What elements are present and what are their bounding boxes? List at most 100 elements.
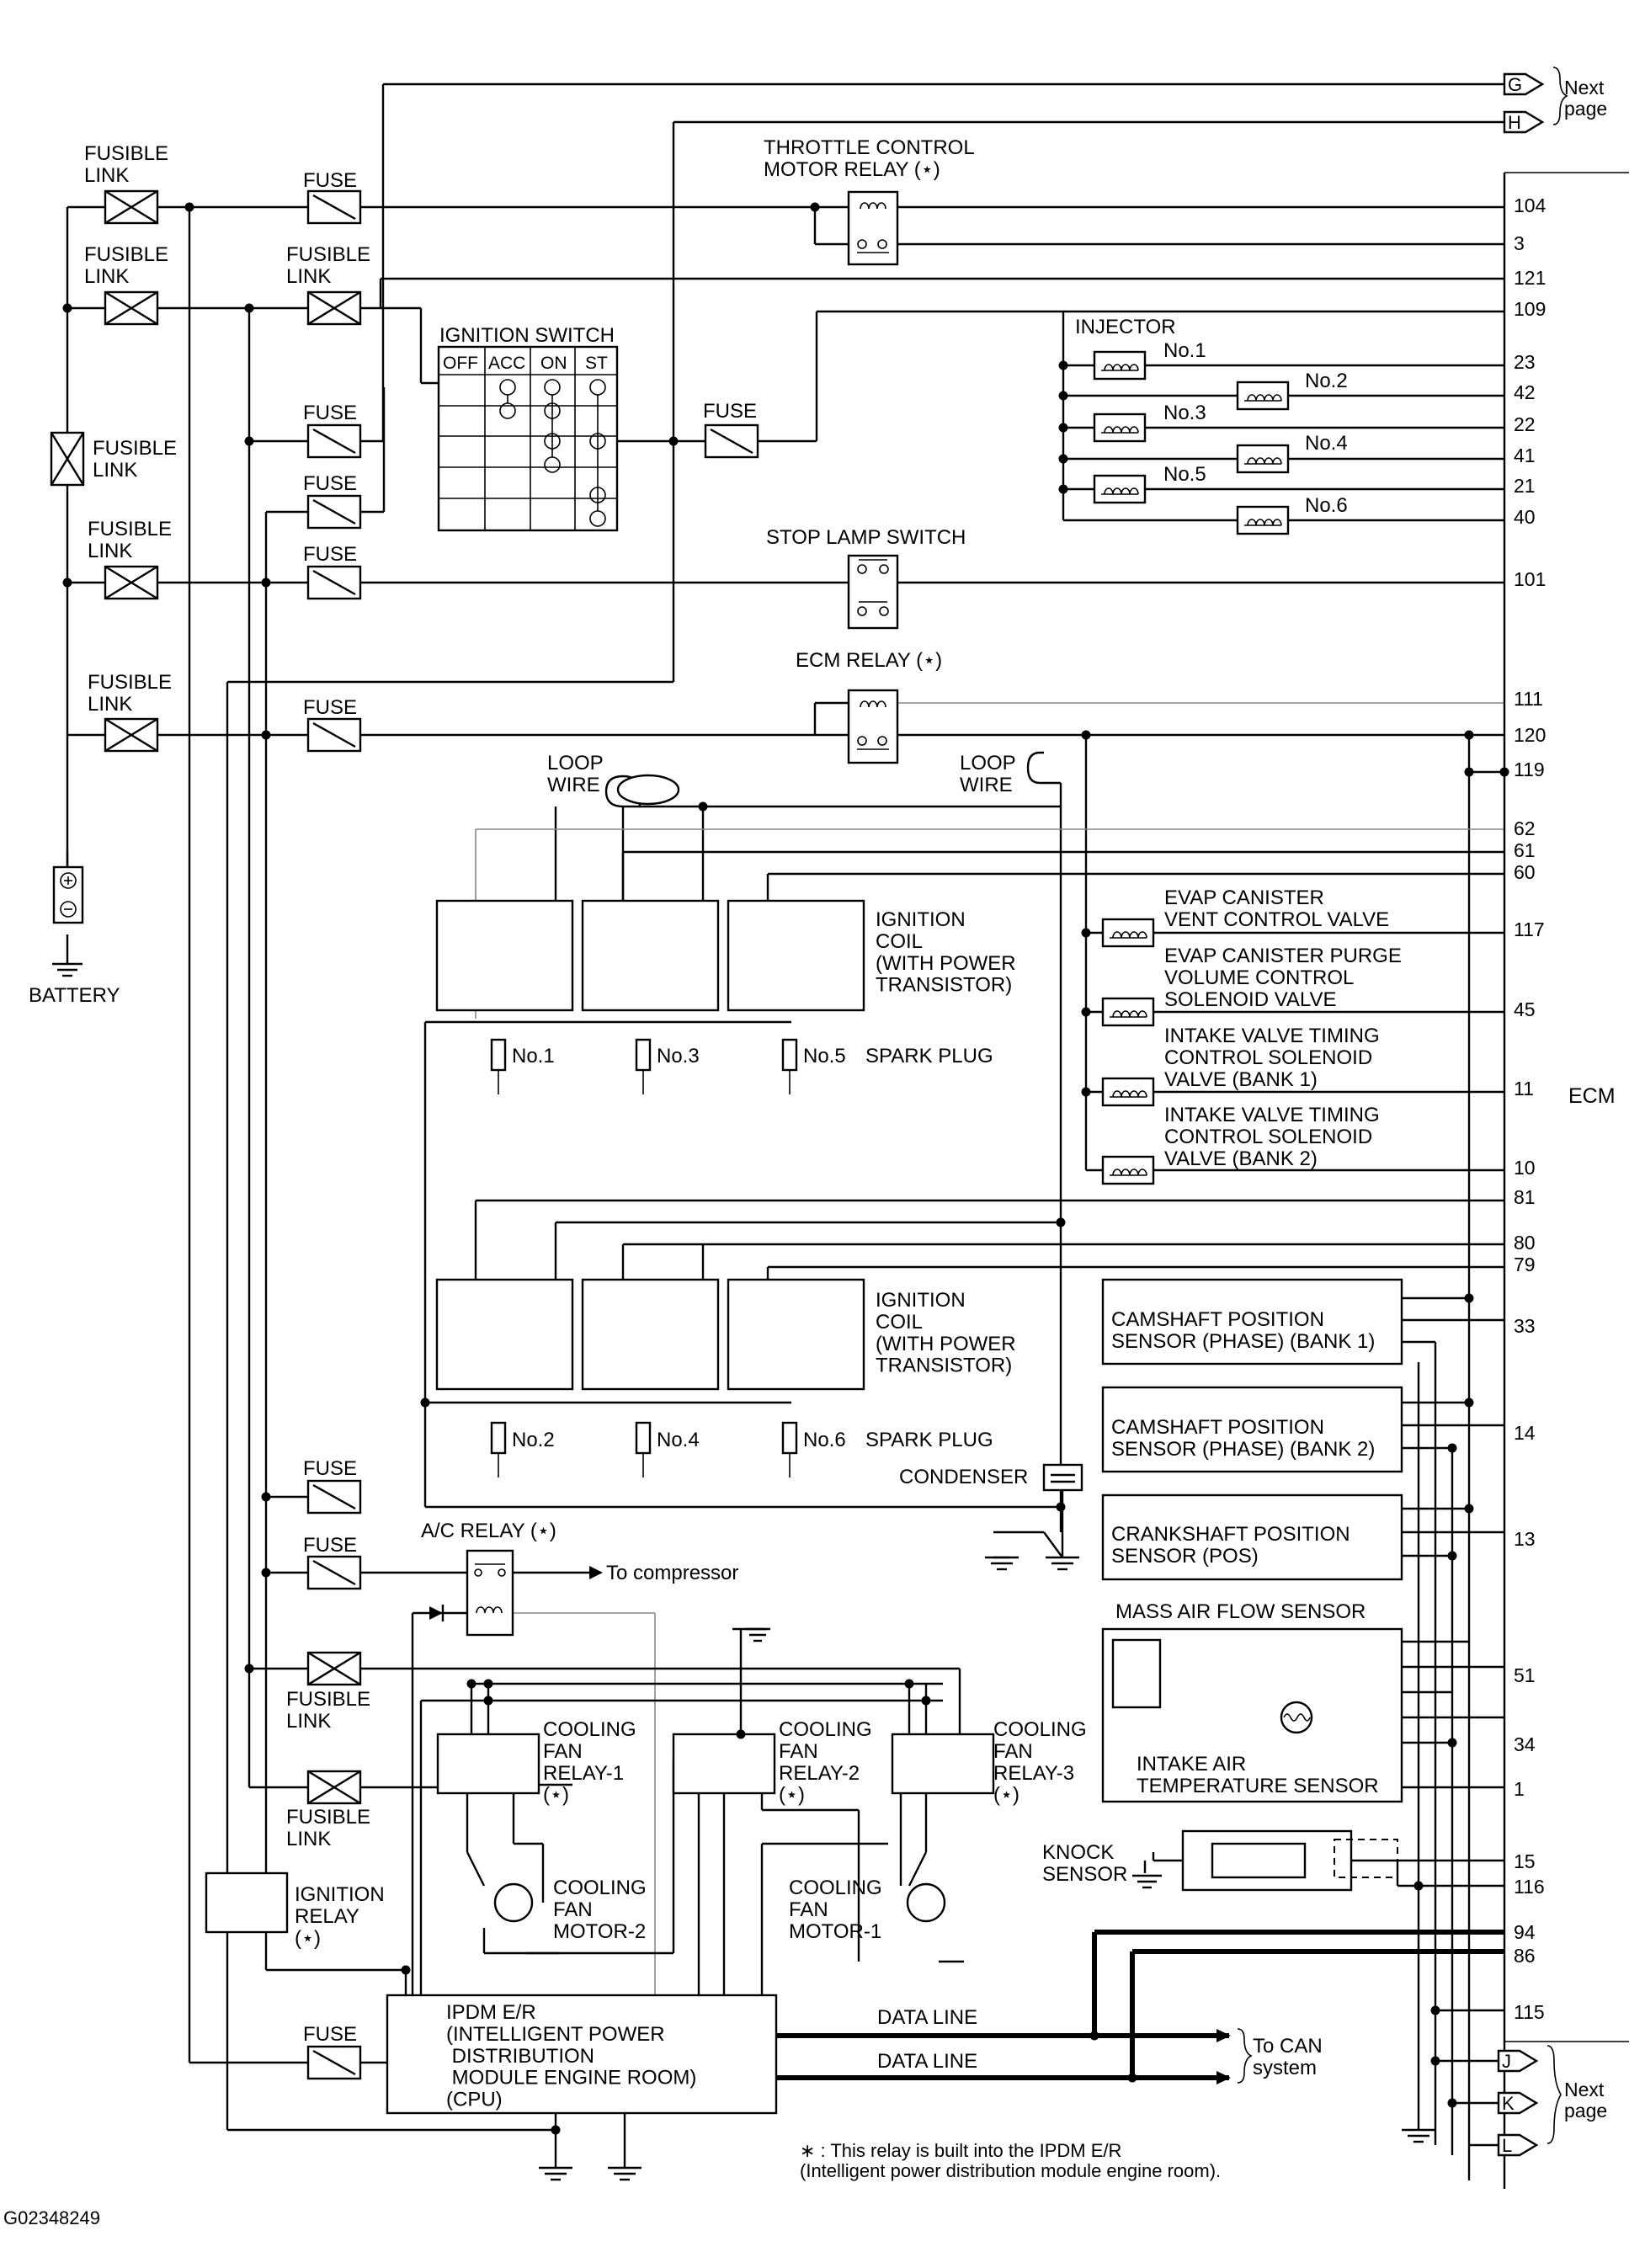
- label-plug-4: No.4: [657, 1429, 700, 1451]
- label-fuse-6: FUSE: [303, 1457, 357, 1480]
- ecm-pin-81: 81: [1514, 1186, 1536, 1208]
- ecm-pin-11: 11: [1514, 1078, 1534, 1099]
- ecm-pin-23: 23: [1514, 351, 1536, 373]
- label-injector-3: No.3: [1163, 402, 1206, 424]
- ecm-pin-61: 61: [1514, 839, 1536, 861]
- label-ecm-relay: ECM RELAY (⋆): [796, 649, 942, 672]
- ecm-pin-15: 15: [1514, 1850, 1536, 1872]
- label-injector-5: No.5: [1163, 463, 1206, 486]
- ecm-pin-109: 109: [1514, 298, 1546, 320]
- ecm-pin-14: 14: [1514, 1422, 1536, 1444]
- ign-col-on: ON: [540, 354, 567, 373]
- label-spark-plug-top: SPARK PLUG: [865, 1045, 993, 1067]
- ecm-pin-86: 86: [1514, 1945, 1536, 1967]
- ecm-pin-33: 33: [1514, 1315, 1536, 1337]
- ecm-pin-111: 111: [1514, 688, 1543, 710]
- ecm-pin-120: 120: [1514, 724, 1546, 746]
- ecm-pin-22: 22: [1514, 413, 1536, 435]
- label-ipdm: IPDM E/R(INTELLIGENT POWER DISTRIBUTION …: [446, 2001, 696, 2111]
- ecm-pin-10: 10: [1514, 1157, 1536, 1179]
- label-fuse-4: FUSE: [303, 543, 357, 566]
- label-plug-5: No.5: [803, 1045, 846, 1067]
- figure-id: G02348249: [3, 2207, 100, 2228]
- ecm-pin-115: 115: [1514, 2001, 1545, 2023]
- label-injector-1: No.1: [1163, 339, 1206, 362]
- label-spark-plug-bottom: SPARK PLUG: [865, 1429, 993, 1451]
- label-to-compressor: To compressor: [606, 1562, 738, 1584]
- ecm-pin-21: 21: [1514, 475, 1536, 497]
- label-condenser: CONDENSER: [899, 1466, 1028, 1488]
- label-fuse-9: FUSE: [703, 400, 757, 423]
- connector-j: J: [1502, 2051, 1511, 2072]
- label-fuse-2: FUSE: [303, 402, 357, 424]
- label-stop-lamp-switch: STOP LAMP SWITCH: [766, 526, 966, 549]
- ecm-pin-80: 80: [1514, 1232, 1536, 1254]
- label-fuse-5: FUSE: [303, 696, 357, 719]
- label-data-line-1: DATA LINE: [877, 2006, 977, 2029]
- ecm-pin-51: 51: [1514, 1664, 1536, 1686]
- label-data-line-2: DATA LINE: [877, 2050, 977, 2073]
- ecm-pin-34: 34: [1514, 1733, 1536, 1755]
- label-plug-2: No.2: [512, 1429, 555, 1451]
- label-battery: BATTERY: [29, 984, 120, 1007]
- ign-col-st: ST: [585, 354, 608, 373]
- label-fuse-1: FUSE: [303, 169, 357, 192]
- label-plug-3: No.3: [657, 1045, 700, 1067]
- ecm-pin-42: 42: [1514, 381, 1536, 403]
- ecm-pin-13: 13: [1514, 1528, 1536, 1550]
- connector-h: H: [1508, 112, 1521, 133]
- ecm-pin-79: 79: [1514, 1254, 1536, 1275]
- ecm-pin-60: 60: [1514, 861, 1536, 883]
- ecm-pin-119: 119: [1514, 759, 1545, 780]
- ecm-pin-40: 40: [1514, 506, 1536, 528]
- label-injector-4: No.4: [1305, 432, 1348, 455]
- label-footnote: ∗ : This relay is built into the IPDM E/…: [800, 2140, 1221, 2181]
- ecm-pin-101: 101: [1514, 568, 1546, 590]
- label-plug-1: No.1: [512, 1045, 555, 1067]
- ecm-pin-3: 3: [1514, 232, 1525, 254]
- label-ecm: ECM: [1568, 1084, 1616, 1108]
- label-fuse-7: FUSE: [303, 1534, 357, 1557]
- connector-k: K: [1502, 2093, 1515, 2114]
- ecm-pin-45: 45: [1514, 998, 1536, 1020]
- ign-col-off: OFF: [443, 354, 478, 373]
- ign-col-acc: ACC: [488, 354, 525, 373]
- components: [50, 67, 1568, 2181]
- ecm-pin-104: 104: [1514, 194, 1547, 216]
- label-plug-6: No.6: [803, 1429, 846, 1451]
- ecm-pin-62: 62: [1514, 817, 1536, 839]
- label-injector: INJECTOR: [1075, 316, 1176, 338]
- connector-l: L: [1502, 2135, 1512, 2156]
- label-fuse-8: FUSE: [303, 2023, 357, 2046]
- ecm-pin-1: 1: [1514, 1778, 1525, 1800]
- ecm-pin-121: 121: [1514, 267, 1546, 289]
- label-injector-6: No.6: [1305, 494, 1348, 517]
- label-injector-2: No.2: [1305, 370, 1348, 392]
- ecm-pin-41: 41: [1514, 445, 1536, 466]
- wiring: [66, 83, 1629, 2189]
